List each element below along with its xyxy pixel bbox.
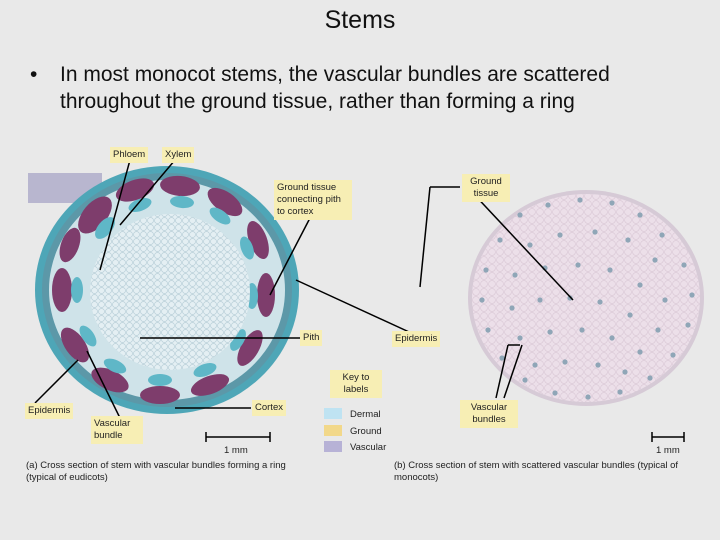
label-pith: Pith: [300, 330, 323, 346]
eudicot-stem-section: [35, 166, 299, 414]
leader-lines: [34, 159, 574, 419]
monocot-vascular-bundles: [479, 197, 695, 400]
label-cortex: Cortex: [252, 400, 286, 416]
key-swatch-ground: [324, 425, 342, 436]
label-epidermis-left: Epidermis: [25, 403, 74, 419]
label-ground-tissue: Ground tissue: [462, 174, 510, 202]
monocot-stem-section: [468, 190, 704, 406]
caption-b: (b) Cross section of stem with scattered…: [394, 460, 679, 483]
eudicot-vascular-bundles: [52, 175, 275, 404]
label-vascular-bundle: Vascular bundle: [91, 416, 143, 444]
label-epidermis-right: Epidermis: [392, 331, 441, 347]
label-ground-tissue-connecting: Ground tissue connecting pith to cortex: [274, 180, 352, 220]
label-vascular-bundles: Vascular bundles: [460, 400, 518, 428]
key-title: Key to labels: [330, 370, 382, 398]
scale-label-right: 1 mm: [656, 445, 680, 456]
bullet-marker: •: [30, 63, 38, 86]
label-phloem: Phloem: [110, 147, 149, 163]
key-label-ground: Ground: [350, 426, 382, 437]
slide-title: Stems: [324, 6, 396, 34]
key-label-dermal: Dermal: [350, 409, 381, 420]
caption-a: (a) Cross section of stem with vascular …: [26, 460, 286, 483]
key-swatch-dermal: [324, 408, 342, 419]
scale-bars: [205, 432, 685, 442]
key-swatch-vascular: [324, 441, 342, 452]
bullet-text: In most monocot stems, the vascular bund…: [60, 63, 610, 113]
label-xylem: Xylem: [162, 147, 195, 163]
key-label-vascular: Vascular: [350, 442, 387, 453]
scale-label-left: 1 mm: [224, 445, 248, 456]
